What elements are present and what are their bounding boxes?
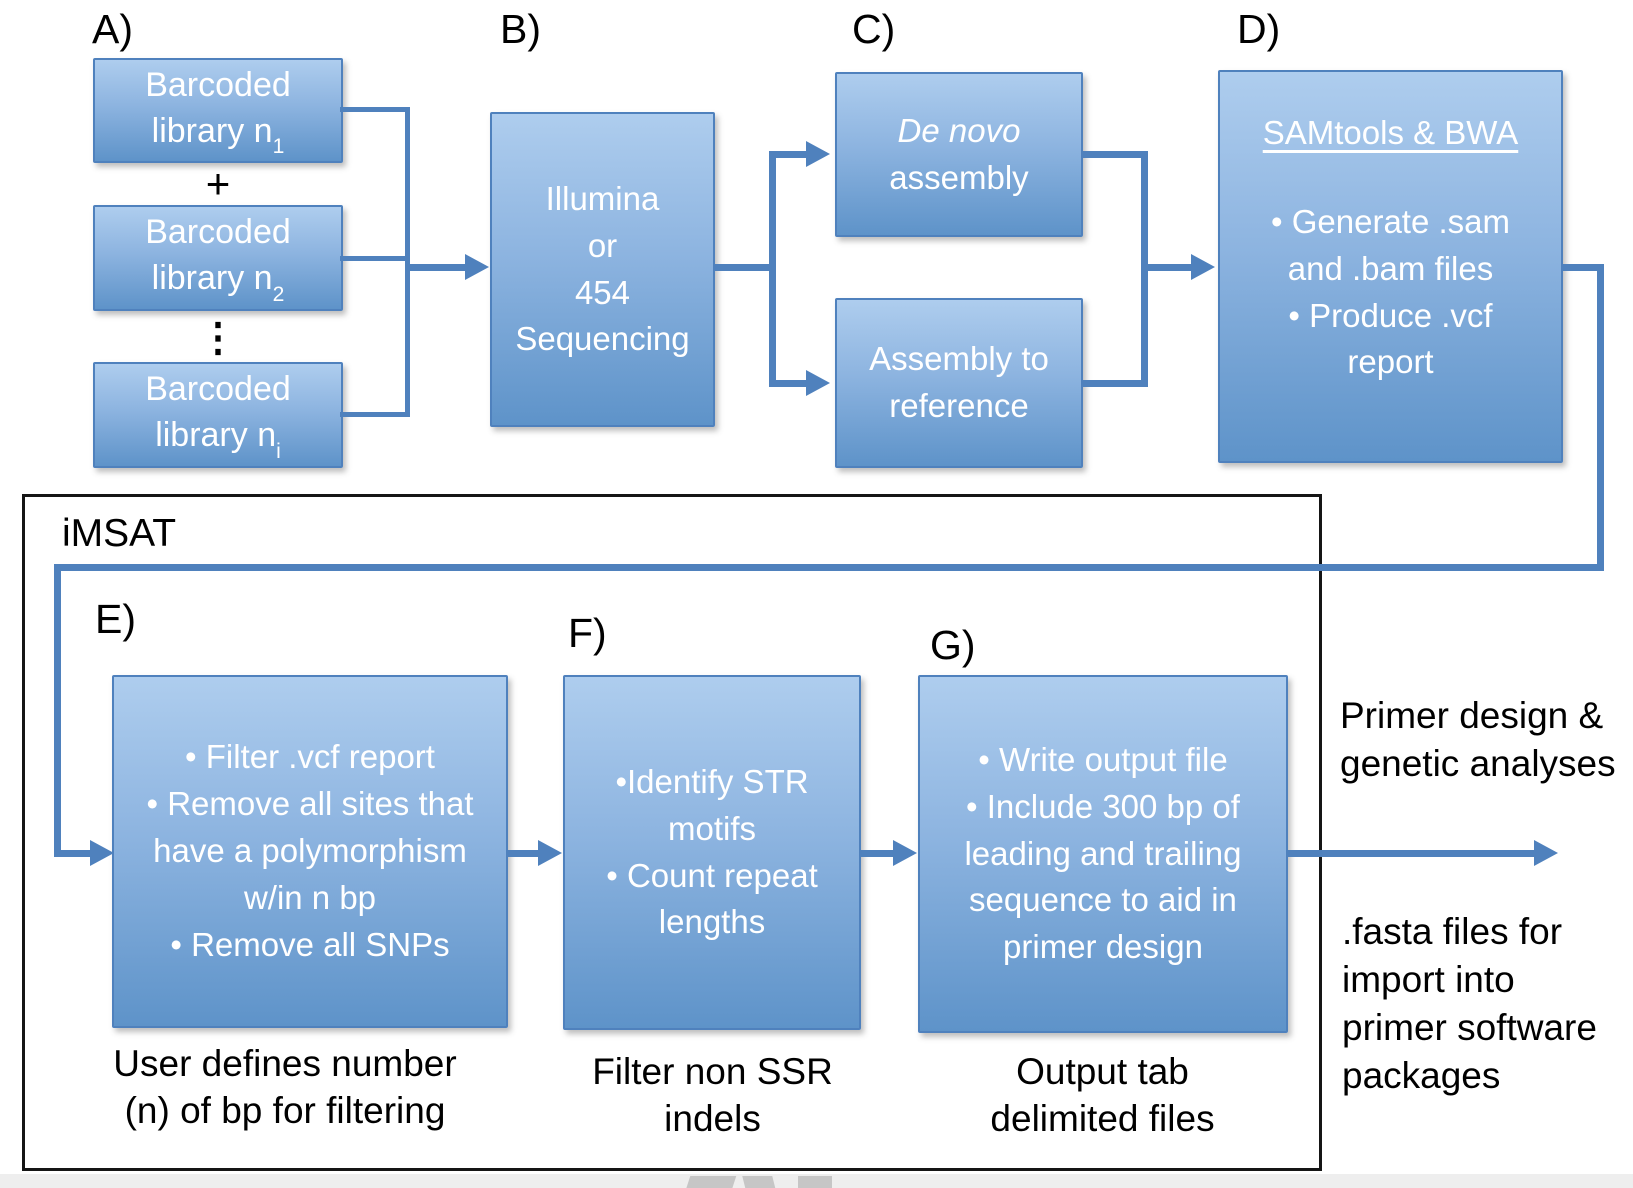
connector-denovo-out (1081, 151, 1147, 158)
label-g: G) (930, 622, 976, 668)
imsat-container-outline (22, 494, 1322, 1171)
box-barcoded-library-2: Barcoded library n2 (93, 205, 343, 311)
connector-d-down (1597, 264, 1604, 571)
arrowhead-to-g (893, 840, 917, 866)
label-d: D) (1237, 6, 1281, 52)
arrowhead-to-f (538, 840, 562, 866)
label-b: B) (500, 6, 541, 52)
watermark-fragment (798, 1176, 832, 1188)
caption-filter-non-ssr: Filter non SSR indels (592, 1051, 833, 1140)
connector-to-reference (769, 380, 809, 387)
connector-g-out (1286, 850, 1538, 857)
connector-lib3 (340, 412, 410, 417)
de-novo-italic: De novo (897, 111, 1021, 149)
caption-user-defines: User defines number (n) of bp for filter… (113, 1043, 457, 1132)
label-f: F) (568, 610, 607, 656)
box-barcoded-library-1: Barcoded library n1 (93, 58, 343, 163)
primer-design-text: Primer design & genetic analyses (1340, 695, 1616, 785)
connector-to-d (1141, 264, 1193, 271)
connector-left-down (54, 564, 61, 856)
box-filter-vcf: • Filter .vcf report • Remove all sites … (112, 675, 508, 1028)
box-assembly-to-reference: Assembly to reference (835, 298, 1083, 468)
connector-reference-out (1081, 380, 1147, 387)
arrowhead-to-denovo (806, 141, 830, 167)
connector-lib-join (405, 107, 410, 417)
arrowhead-to-d (1191, 254, 1215, 280)
barcoded-library-1-line1: Barcoded (145, 65, 291, 104)
label-c: C) (852, 6, 896, 52)
subscript-2: 2 (272, 282, 285, 306)
box-samtools-bwa: SAMtools & BWA • Generate .sam and .bam … (1218, 70, 1563, 463)
plus-sign: + (205, 160, 231, 207)
label-e: E) (95, 596, 136, 642)
barcoded-library-2-line2: library n2 (151, 259, 285, 306)
barcoded-library-i-line2: library ni (155, 416, 281, 463)
de-novo-rest: assembly (889, 158, 1029, 196)
barcoded-library-1-line2: library n1 (151, 111, 285, 159)
subscript-i: i (276, 439, 281, 463)
connector-f-g (859, 850, 897, 857)
connector-to-b (405, 264, 467, 271)
barcoded-library-i-line1: Barcoded (145, 370, 291, 409)
vertical-ellipsis: ⋮ (198, 316, 238, 360)
connector-lib2 (340, 256, 410, 261)
samtools-bullets: • Generate .sam and .bam files • Produce… (1271, 202, 1510, 381)
watermark-fragment (685, 1176, 737, 1188)
connector-to-denovo (769, 151, 809, 158)
caption-output-tab: Output tab delimited files (990, 1051, 1215, 1140)
box-sequencing: Illumina or 454 Sequencing (490, 112, 715, 427)
box-write-output: • Write output file • Include 300 bp of … (918, 675, 1288, 1033)
box-identify-str: •Identify STR motifs • Count repeat leng… (563, 675, 861, 1030)
fasta-files-text: .fasta files for import into primer soft… (1342, 911, 1597, 1097)
box-de-novo-assembly: De novo assembly (835, 72, 1083, 237)
box-barcoded-library-i: Barcoded library ni (93, 362, 343, 468)
connector-b-split (769, 151, 776, 387)
watermark-fragment (742, 1176, 776, 1188)
connector-lib1 (340, 107, 410, 112)
connector-e-f (506, 850, 542, 857)
barcoded-library-2-line1: Barcoded (145, 213, 291, 252)
arrowhead-to-e (90, 840, 114, 866)
label-a: A) (92, 6, 133, 52)
arrowhead-to-reference (806, 370, 830, 396)
imsat-label: iMSAT (62, 512, 177, 555)
samtools-title: SAMtools & BWA (1262, 114, 1519, 151)
arrowhead-to-b (465, 254, 489, 280)
subscript-1: 1 (272, 135, 285, 159)
arrowhead-out (1534, 840, 1558, 866)
connector-d-out (1561, 264, 1604, 271)
connector-to-e (54, 850, 94, 857)
connector-return-left (54, 564, 1604, 571)
connector-b-out (713, 264, 775, 271)
